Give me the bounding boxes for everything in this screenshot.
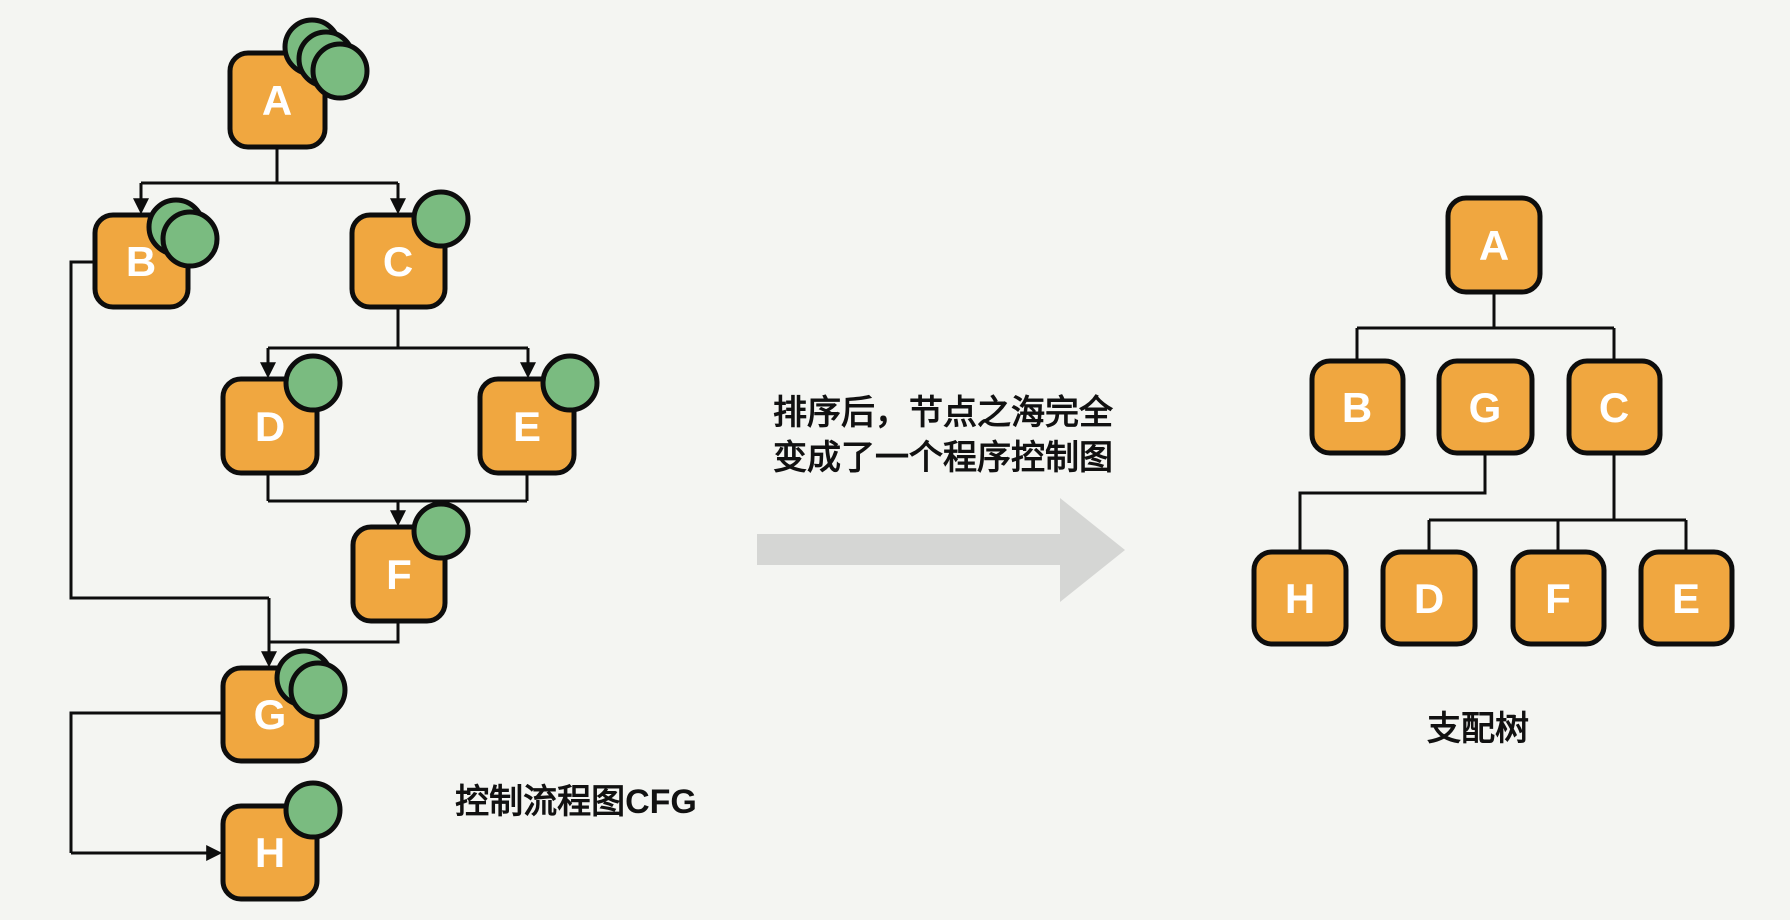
edge-A-split bbox=[141, 147, 398, 185]
node-label: E bbox=[513, 403, 541, 450]
node-label: F bbox=[1545, 575, 1571, 622]
dominator-tree: A B G C H D F E 支配树 bbox=[1251, 195, 1735, 748]
tree-edge-C-children bbox=[1427, 453, 1688, 552]
node-label: D bbox=[1414, 575, 1444, 622]
edge-F-G-route bbox=[269, 621, 400, 644]
node-label: G bbox=[1469, 384, 1502, 431]
green-circles-G bbox=[274, 648, 348, 720]
tree-node-E: E bbox=[1638, 549, 1735, 647]
green-circle-icon bbox=[310, 41, 370, 101]
node-box bbox=[1510, 549, 1607, 647]
edge-C-split bbox=[268, 307, 528, 350]
annotation-line-2: 变成了一个程序控制图 bbox=[773, 439, 1113, 477]
node-label: E bbox=[1672, 575, 1700, 622]
node-label: B bbox=[126, 238, 156, 285]
green-circles-C bbox=[411, 189, 471, 249]
green-circles-D bbox=[283, 353, 343, 413]
node-label: H bbox=[1285, 575, 1315, 622]
node-box bbox=[1445, 195, 1543, 295]
green-circles-A bbox=[282, 17, 370, 101]
node-box bbox=[1436, 358, 1535, 456]
cfg-title: 控制流程图CFG bbox=[455, 783, 697, 821]
node-label: C bbox=[1599, 384, 1629, 431]
green-circle-icon bbox=[411, 501, 471, 561]
node-label: H bbox=[255, 829, 285, 876]
node-box bbox=[1380, 549, 1478, 647]
green-circle-icon bbox=[411, 189, 471, 249]
node-label: B bbox=[1342, 384, 1372, 431]
right-arrow-icon bbox=[757, 498, 1125, 602]
green-circle-icon bbox=[283, 353, 343, 413]
tree-node-C: C bbox=[1566, 358, 1663, 456]
transition-annotation: 排序后，节点之海完全 变成了一个程序控制图 bbox=[757, 393, 1125, 602]
node-box bbox=[227, 50, 328, 150]
green-circle-icon bbox=[540, 353, 600, 413]
annotation-line-1: 排序后，节点之海完全 bbox=[773, 393, 1114, 432]
node-box bbox=[1309, 358, 1406, 456]
cfg-node-A: A bbox=[227, 50, 328, 150]
tree-node-D: D bbox=[1380, 549, 1478, 647]
green-circle-icon bbox=[283, 780, 343, 840]
node-box bbox=[1566, 358, 1663, 456]
node-label: D bbox=[255, 403, 285, 450]
cfg-graph: A B C D E F G H bbox=[69, 17, 697, 902]
node-label: A bbox=[262, 77, 292, 124]
node-label: F bbox=[386, 551, 412, 598]
tree-node-A: A bbox=[1445, 195, 1543, 295]
dominator-tree-title: 支配树 bbox=[1427, 710, 1529, 748]
tree-edge-G-H bbox=[1298, 453, 1487, 552]
tree-node-B: B bbox=[1309, 358, 1406, 456]
node-box bbox=[1251, 549, 1349, 647]
edge-B-G-route bbox=[69, 260, 269, 600]
tree-node-F: F bbox=[1510, 549, 1607, 647]
green-circles-E bbox=[540, 353, 600, 413]
tree-node-H: H bbox=[1251, 549, 1349, 647]
green-circles-F bbox=[411, 501, 471, 561]
node-label: C bbox=[383, 238, 413, 285]
edge-G-H-route bbox=[69, 711, 223, 853]
edge-DE-merge bbox=[266, 473, 529, 503]
node-box bbox=[1638, 549, 1735, 647]
green-circle-icon bbox=[288, 660, 348, 720]
tree-edge-A-children bbox=[1355, 292, 1616, 361]
green-circles-H bbox=[283, 780, 343, 840]
node-label: G bbox=[254, 691, 287, 738]
green-circle-icon bbox=[160, 209, 220, 269]
green-circles-B bbox=[146, 197, 220, 269]
tree-node-G: G bbox=[1436, 358, 1535, 456]
node-label: A bbox=[1479, 222, 1509, 269]
